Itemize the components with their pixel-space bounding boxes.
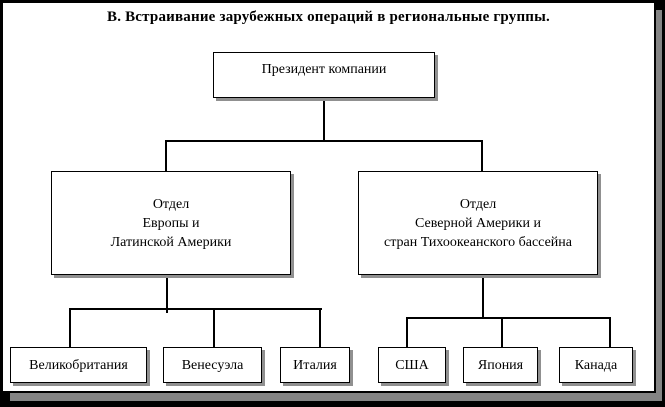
org-node-label-line: Отдел bbox=[459, 196, 497, 212]
connector-line bbox=[323, 98, 325, 140]
org-node-dept-europe-latam: Отдел Европы и Латинской Америки bbox=[51, 171, 291, 275]
org-node-president: Президент компании bbox=[213, 52, 435, 98]
connector-line bbox=[481, 140, 483, 171]
org-node-country-uk: Великобритания bbox=[10, 347, 147, 383]
connector-line bbox=[69, 308, 71, 347]
org-node-country-usa: США bbox=[378, 347, 446, 383]
connector-line bbox=[319, 308, 321, 347]
org-node-country-canada: Канада bbox=[559, 347, 633, 383]
connector-line bbox=[69, 308, 322, 310]
org-node-label-line: Латинской Америки bbox=[110, 234, 232, 250]
org-node-country-italy: Италия bbox=[280, 347, 350, 383]
connector-line bbox=[609, 317, 611, 347]
org-node-label-line: стран Тихоокеанского бассейна bbox=[384, 234, 572, 250]
org-node-dept-namerica-pacific: Отдел Северной Америки и стран Тихоокеан… bbox=[358, 171, 598, 275]
org-node-label: Великобритания bbox=[29, 357, 128, 373]
connector-line bbox=[482, 275, 484, 317]
org-node-label-line: Отдел bbox=[152, 196, 190, 212]
org-node-label: Япония bbox=[477, 357, 524, 373]
org-node-label: Канада bbox=[574, 357, 618, 373]
connector-line bbox=[213, 308, 215, 347]
org-node-label: Президент компании bbox=[261, 62, 387, 77]
org-chart-page: В. Встраивание зарубежных операций в рег… bbox=[3, 3, 656, 393]
org-node-label-line: Северной Америки и bbox=[415, 215, 541, 231]
connector-line bbox=[165, 140, 483, 142]
diagram-title: В. Встраивание зарубежных операций в рег… bbox=[106, 9, 551, 25]
connector-line bbox=[406, 317, 408, 347]
connector-line bbox=[406, 317, 611, 319]
org-node-label: Венесуэла bbox=[181, 357, 244, 373]
org-node-label: Италия bbox=[293, 357, 337, 373]
org-node-label-line: Европы и bbox=[142, 215, 200, 231]
connector-line bbox=[166, 275, 168, 313]
connector-line bbox=[165, 140, 167, 171]
org-node-country-japan: Япония bbox=[463, 347, 538, 383]
org-node-label: США bbox=[395, 357, 429, 373]
connector-line bbox=[501, 317, 503, 347]
org-node-country-venezuela: Венесуэла bbox=[163, 347, 262, 383]
